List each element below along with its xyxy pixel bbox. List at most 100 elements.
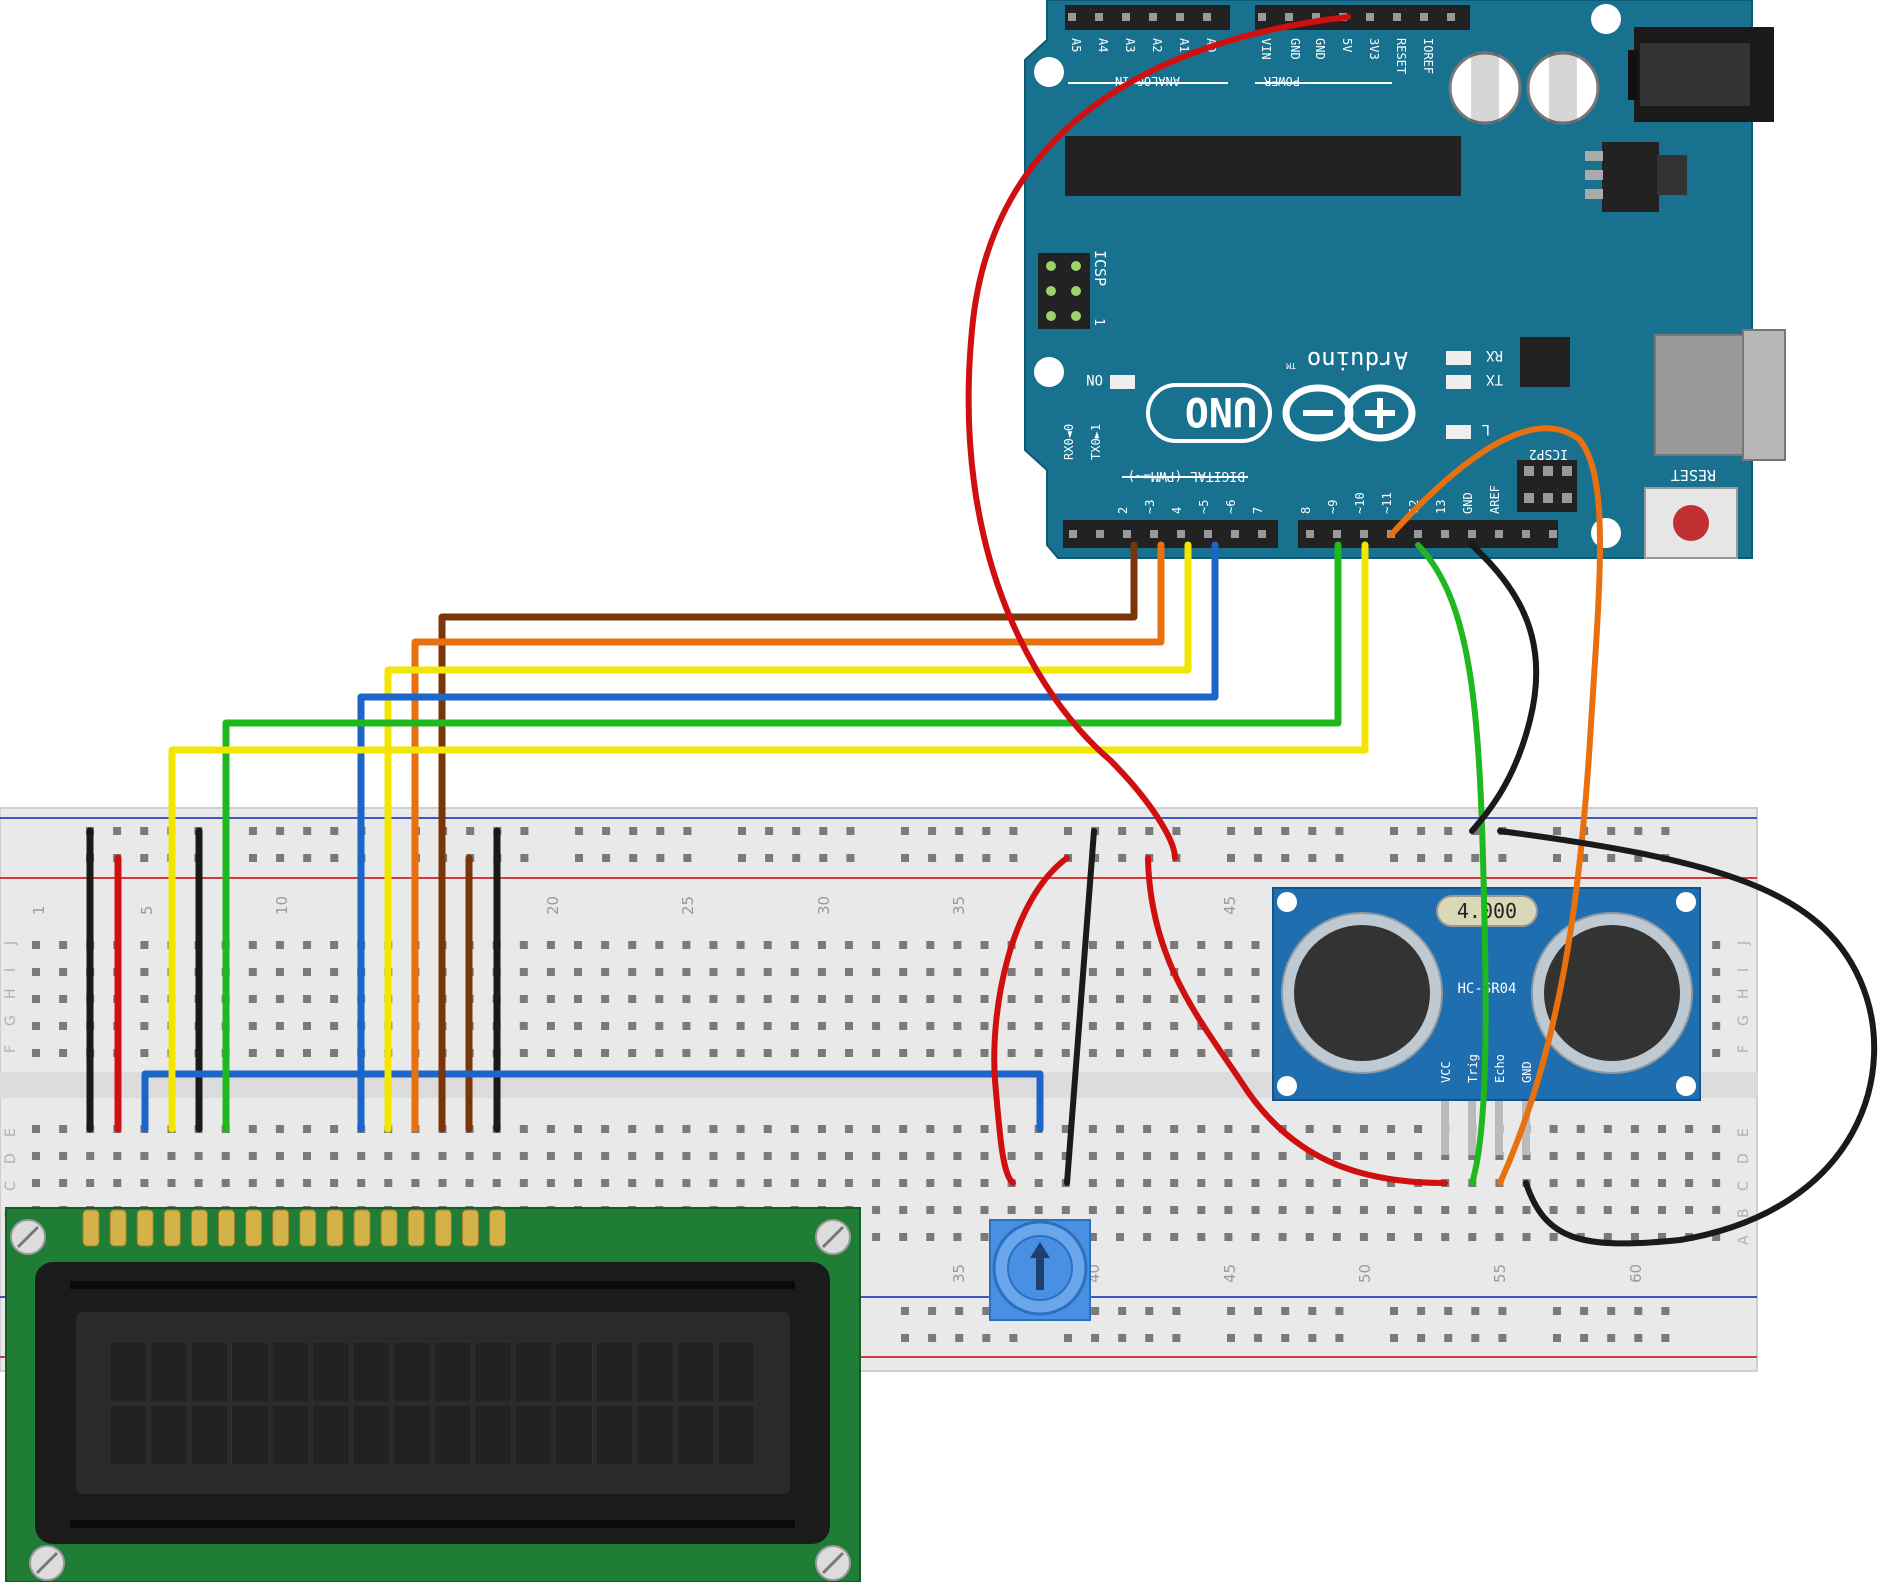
breadboard-hole	[1630, 1152, 1639, 1160]
lcd-cell	[717, 1341, 755, 1403]
breadboard-hole	[601, 995, 610, 1003]
lcd-cell	[312, 1404, 350, 1466]
breadboard-hole	[1088, 1049, 1097, 1057]
lcd-cell	[231, 1404, 269, 1466]
breadboard-rail-hole	[928, 827, 937, 835]
breadboard-rail-hole	[1009, 854, 1018, 862]
breadboard-hole	[1549, 1233, 1558, 1241]
breadboard-hole	[1088, 968, 1097, 976]
header-pin	[1495, 530, 1503, 538]
pin-label: 5V	[1340, 38, 1354, 52]
breadboard-rail-hole	[575, 827, 583, 835]
breadboard-rail-hole	[1281, 827, 1290, 835]
breadboard-hole	[763, 995, 772, 1003]
breadboard-hole	[221, 1179, 230, 1187]
breadboard-hole	[411, 1152, 420, 1160]
breadboard-rail-hole	[1118, 827, 1127, 835]
breadboard-hole	[790, 1049, 799, 1057]
pin-label: 3V3	[1367, 38, 1381, 60]
pin-label: 4	[1170, 507, 1184, 514]
breadboard-hole	[899, 1179, 908, 1187]
breadboard-hole	[682, 995, 691, 1003]
breadboard-hole	[32, 1022, 40, 1030]
breadboard-rail-hole	[249, 854, 257, 862]
wire-black	[1497, 828, 1878, 1247]
breadboard-hole	[1603, 1206, 1612, 1214]
header-pin	[1203, 13, 1211, 21]
on-label: ON	[1086, 371, 1103, 387]
breadboard-rail-hole	[1498, 1334, 1507, 1342]
bb-col-label: 20	[544, 896, 562, 915]
breadboard-hole	[140, 941, 149, 949]
lcd-cell	[271, 1404, 310, 1466]
breadboard-hole	[817, 1022, 826, 1030]
header-pin	[1123, 530, 1131, 538]
breadboard-hole	[1305, 1206, 1314, 1214]
breadboard-rail-hole	[1281, 854, 1290, 862]
breadboard-hole	[248, 1049, 257, 1057]
breadboard-hole	[601, 941, 610, 949]
breadboard-rail-hole	[602, 854, 611, 862]
breadboard-rail-hole	[765, 854, 774, 862]
breadboard-hole	[980, 995, 989, 1003]
breadboard-hole	[438, 1179, 447, 1187]
breadboard-hole	[1197, 1125, 1206, 1133]
breadboard-hole	[546, 1049, 555, 1057]
svg-text:J: J	[3, 941, 19, 946]
breadboard-top-numbers: 1 5 10 20 25 30 35 45	[30, 896, 1239, 915]
breadboard-hole	[1603, 1179, 1612, 1187]
header-pin	[1360, 530, 1368, 538]
breadboard-hole	[709, 995, 718, 1003]
breadboard-hole	[736, 1152, 745, 1160]
tx-label: TX	[1486, 371, 1503, 387]
wire-yellow	[384, 541, 1192, 1133]
breadboard-hole	[492, 1152, 501, 1160]
breadboard-rail-hole	[955, 854, 964, 862]
breadboard-hole	[59, 1125, 68, 1133]
breadboard-rail-hole	[1661, 1334, 1670, 1342]
breadboard-rail-hole	[1254, 1334, 1263, 1342]
pin-label: VIN	[1259, 38, 1273, 60]
breadboard-hole	[1630, 1179, 1639, 1187]
breadboard-hole	[275, 1152, 284, 1160]
breadboard-hole	[845, 1152, 853, 1160]
pin-label: GND	[1288, 38, 1302, 60]
reset-button-cap[interactable]	[1673, 505, 1709, 541]
breadboard-hole	[1143, 1206, 1152, 1214]
lcd-cell	[676, 1341, 715, 1403]
breadboard-hole	[1495, 1152, 1504, 1160]
header-pin	[1149, 13, 1157, 21]
breadboard-hole	[1712, 1233, 1721, 1241]
header-pin	[1312, 13, 1320, 21]
wire-black	[1064, 828, 1097, 1186]
breadboard-hole	[655, 1152, 664, 1160]
lcd-screen	[76, 1312, 790, 1494]
breadboard-hole	[1630, 1233, 1639, 1241]
breadboard-hole	[628, 941, 637, 949]
bb-col-label: 1	[30, 905, 48, 915]
potentiometer[interactable]	[989, 1219, 1091, 1321]
breadboard-hole	[980, 1049, 989, 1057]
breadboard-hole	[167, 1179, 176, 1187]
lcd-cell	[474, 1341, 512, 1403]
breadboard-rail-hole	[1009, 827, 1018, 835]
breadboard-hole	[1116, 1022, 1124, 1030]
breadboard-rail-hole	[330, 827, 339, 835]
breadboard-hole	[736, 1022, 745, 1030]
breadboard-hole	[709, 1179, 718, 1187]
lcd-cell	[595, 1404, 634, 1466]
breadboard-rail-hole	[1281, 1307, 1290, 1315]
svg-text:D: D	[3, 1153, 19, 1164]
breadboard-rail-hole	[1553, 854, 1561, 862]
breadboard-hole	[1278, 1233, 1287, 1241]
lcd-pin	[109, 1209, 127, 1247]
breadboard-hole	[1224, 1206, 1233, 1214]
breadboard-hole	[1143, 1125, 1152, 1133]
breadboard-hole	[1414, 1152, 1423, 1160]
breadboard-rail-hole	[819, 827, 828, 835]
header-pin	[1420, 13, 1428, 21]
breadboard-hole	[601, 1022, 610, 1030]
breadboard-hole	[1387, 1152, 1395, 1160]
pin-label: RX0◄0	[1062, 424, 1076, 460]
